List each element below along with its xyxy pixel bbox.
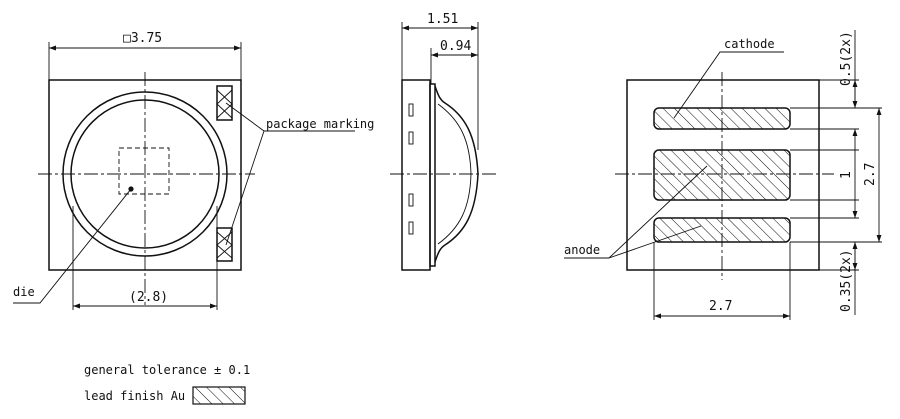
cathode-leader <box>673 51 784 119</box>
label-die: die <box>13 285 35 299</box>
dim-pad-width: 2.7 <box>709 299 732 314</box>
dim-pad-height: 2.7 <box>863 163 878 186</box>
note-tolerance: general tolerance ± 0.1 <box>84 363 250 377</box>
dim-pad-pitch: 1 <box>839 171 854 179</box>
die-leader <box>13 188 132 304</box>
dim-side-total: 1.51 <box>427 12 458 27</box>
lead-finish-swatch <box>192 386 246 405</box>
dim-side-dome: 0.94 <box>440 39 471 54</box>
side-pad-4 <box>408 221 414 235</box>
note-lead-finish: lead finish Au <box>84 389 185 403</box>
side-body <box>401 79 431 271</box>
pad-view: 0.5(2x) 1 2.7 0.35(2x) 2.7 cathode anode <box>564 30 882 320</box>
label-package-marking: package marking <box>266 117 374 131</box>
label-cathode: cathode <box>724 37 775 51</box>
side-view: 1.51 0.94 <box>390 12 496 271</box>
side-pad-3 <box>408 193 414 207</box>
top-view: □3.75 (2.8) package marking die <box>13 31 374 310</box>
marking-upper <box>216 85 233 121</box>
anode-leader <box>564 165 708 259</box>
side-pad-2 <box>408 131 414 145</box>
pad-package-outline <box>626 79 820 271</box>
dim-pad-bottom-gap: 0.35(2x) <box>839 249 854 312</box>
label-anode: anode <box>564 243 600 257</box>
die-outline <box>118 147 170 195</box>
dim-top-inner: (2.8) <box>129 290 168 305</box>
notes: general tolerance ± 0.1 lead finish Au <box>84 363 250 405</box>
dim-top-width: □3.75 <box>123 31 162 46</box>
marking-leader <box>225 102 355 246</box>
dim-pad-top-gap: 0.5(2x) <box>839 31 854 86</box>
side-pad-1 <box>408 103 414 117</box>
